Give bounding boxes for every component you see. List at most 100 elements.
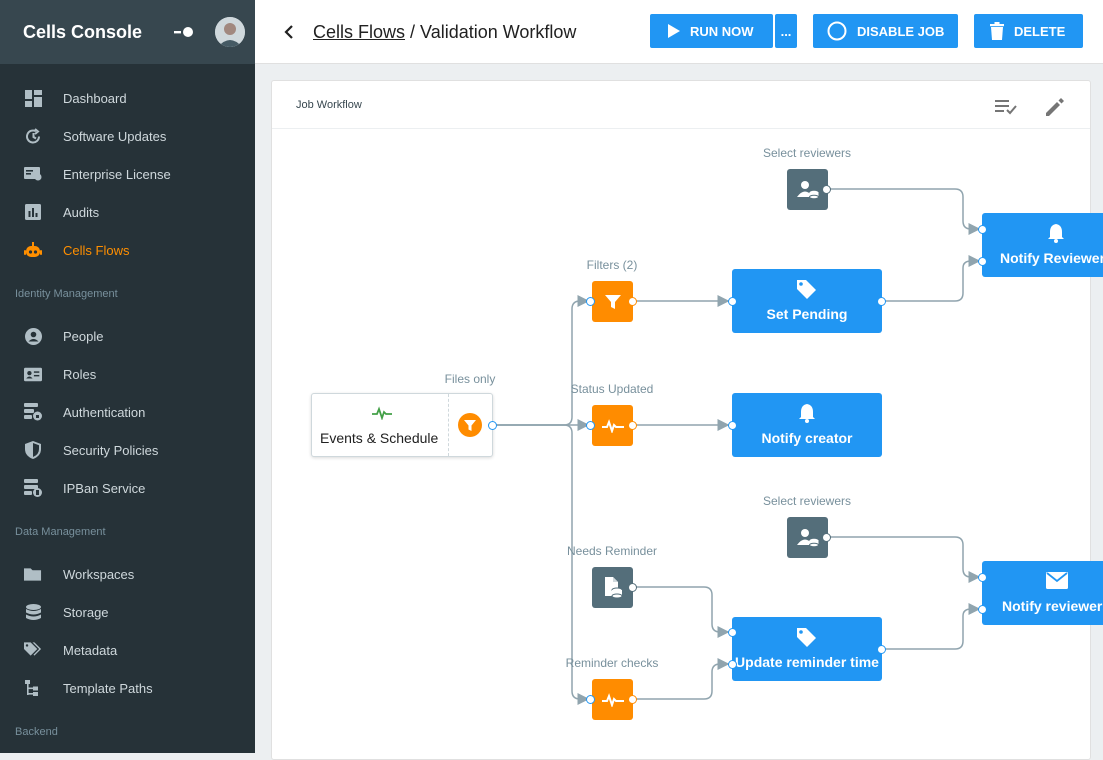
notify-creator-input-port[interactable]	[728, 421, 737, 430]
filter-icon[interactable]	[458, 413, 482, 437]
sidebar-item-template-paths[interactable]: Template Paths	[0, 669, 255, 707]
notify-creator-action[interactable]: Notify creator	[732, 393, 882, 457]
sidebar-item-roles[interactable]: Roles	[0, 355, 255, 393]
folder-icon	[24, 565, 42, 583]
filters-input-port[interactable]	[586, 297, 595, 306]
breadcrumb-link[interactable]: Cells Flows	[313, 22, 406, 42]
sidebar-toggle-icon[interactable]	[174, 26, 194, 38]
filters-output-port[interactable]	[628, 297, 637, 306]
delete-button[interactable]: DELETE	[974, 14, 1083, 48]
sidebar-item-software-updates[interactable]: Software Updates	[0, 117, 255, 155]
reviewers2-output-port[interactable]	[822, 533, 831, 542]
tag-icon	[797, 280, 816, 299]
select-reviewers-node[interactable]	[787, 169, 828, 210]
reviewers-output-port[interactable]	[822, 185, 831, 194]
sidebar-item-label: Storage	[63, 604, 109, 620]
status-input-port[interactable]	[586, 421, 595, 430]
activity-icon	[372, 406, 392, 420]
section-data-management: Data Management	[15, 526, 106, 538]
reminder-checks-caption: Reminder checks	[565, 656, 659, 670]
trigger-label: Events & Schedule	[320, 430, 439, 446]
run-now-button[interactable]: RUN NOW	[650, 14, 773, 48]
notify-input-port-2[interactable]	[978, 257, 987, 266]
run-options-label: ...	[780, 23, 792, 39]
sidebar-item-label: Workspaces	[63, 566, 135, 582]
status-output-port[interactable]	[628, 421, 637, 430]
trigger-node[interactable]: Events & Schedule	[311, 393, 493, 457]
needs-reminder-output-port[interactable]	[628, 583, 637, 592]
disable-job-button[interactable]: DISABLE JOB	[813, 14, 958, 48]
notify-creator-label: Notify creator	[761, 430, 853, 446]
database-icon	[24, 603, 42, 621]
sidebar-item-people[interactable]: People	[0, 317, 255, 355]
section-backend: Backend	[15, 726, 58, 738]
sidebar-item-label: Cells Flows	[63, 242, 130, 258]
sidebar-item-label: Authentication	[63, 404, 146, 420]
trigger-output-port[interactable]	[488, 421, 497, 430]
reminder-checks-node[interactable]	[592, 679, 633, 720]
section-identity-management: Identity Management	[15, 288, 118, 300]
disable-job-label: DISABLE JOB	[857, 23, 945, 39]
update-reminder-action[interactable]: Update reminder time	[732, 617, 882, 681]
sidebar-item-workspaces[interactable]: Workspaces	[0, 555, 255, 593]
sidebar-item-cells-flows[interactable]: Cells Flows	[0, 231, 255, 269]
update-reminder-label: Update reminder time	[735, 654, 879, 670]
user-database-icon	[796, 180, 819, 199]
select-reviewers-caption-2: Select reviewers	[762, 494, 852, 508]
roles-icon	[24, 365, 42, 383]
ipban-icon	[24, 479, 42, 497]
needs-reminder-caption: Needs Reminder	[566, 544, 658, 558]
sidebar-item-enterprise-license[interactable]: Enterprise License	[0, 155, 255, 193]
edit-icon[interactable]	[1043, 95, 1067, 117]
sidebar-item-authentication[interactable]: Authentication	[0, 393, 255, 431]
file-database-icon	[604, 576, 622, 598]
update-output-port[interactable]	[877, 645, 886, 654]
filters-caption: Filters (2)	[586, 258, 638, 272]
sidebar-item-label: Audits	[63, 204, 100, 220]
update-input-port-2[interactable]	[728, 660, 737, 669]
sidebar-item-label: People	[63, 328, 104, 344]
notify-input-port-1[interactable]	[978, 225, 987, 234]
filters-node[interactable]	[592, 281, 633, 322]
user-database-icon	[796, 528, 819, 547]
set-pending-action[interactable]: Set Pending	[732, 269, 882, 333]
reminder-checks-input-port[interactable]	[586, 695, 595, 704]
notify-reviewers-label: Notify Reviewers	[1000, 250, 1103, 266]
pulse-icon	[601, 692, 624, 707]
funnel-icon	[604, 294, 621, 309]
checklist-icon[interactable]	[994, 95, 1018, 117]
needs-reminder-node[interactable]	[592, 567, 633, 608]
notify-reviewers-action-2[interactable]: Notify reviewers	[982, 561, 1103, 625]
sidebar-item-audits[interactable]: Audits	[0, 193, 255, 231]
set-pending-output-port[interactable]	[877, 297, 886, 306]
tag-icon	[797, 628, 816, 647]
update-input-port-1[interactable]	[728, 628, 737, 637]
reminder-checks-output-port[interactable]	[628, 695, 637, 704]
run-options-button[interactable]: ...	[775, 14, 797, 48]
status-updated-node[interactable]	[592, 405, 633, 446]
avatar[interactable]	[215, 17, 245, 47]
tree-icon	[24, 679, 42, 697]
sidebar-item-metadata[interactable]: Metadata	[0, 631, 255, 669]
status-updated-caption: Status Updated	[570, 382, 654, 396]
notify2-input-port-2[interactable]	[978, 605, 987, 614]
notify2-input-port-1[interactable]	[978, 573, 987, 582]
notify-reviewers-action[interactable]: Notify Reviewers	[982, 213, 1103, 277]
sidebar-item-ipban-service[interactable]: IPBan Service	[0, 469, 255, 507]
back-arrow-icon[interactable]	[282, 22, 296, 42]
tags-icon	[24, 641, 42, 659]
authentication-icon	[24, 403, 42, 421]
sidebar-item-label: Metadata	[63, 642, 118, 658]
sidebar-item-security-policies[interactable]: Security Policies	[0, 431, 255, 469]
breadcrumb: Cells Flows / Validation Workflow	[313, 22, 576, 43]
person-icon	[24, 327, 42, 345]
sidebar-item-storage[interactable]: Storage	[0, 593, 255, 631]
select-reviewers-node-2[interactable]	[787, 517, 828, 558]
sidebar-item-label: Roles	[63, 366, 97, 382]
card-title: Job Workflow	[296, 99, 362, 111]
robot-icon	[24, 241, 42, 259]
set-pending-input-port[interactable]	[728, 297, 737, 306]
trigger-filter-caption: Files only	[444, 372, 496, 386]
sidebar-item-dashboard[interactable]: Dashboard	[0, 79, 255, 117]
dashboard-icon	[24, 89, 42, 107]
